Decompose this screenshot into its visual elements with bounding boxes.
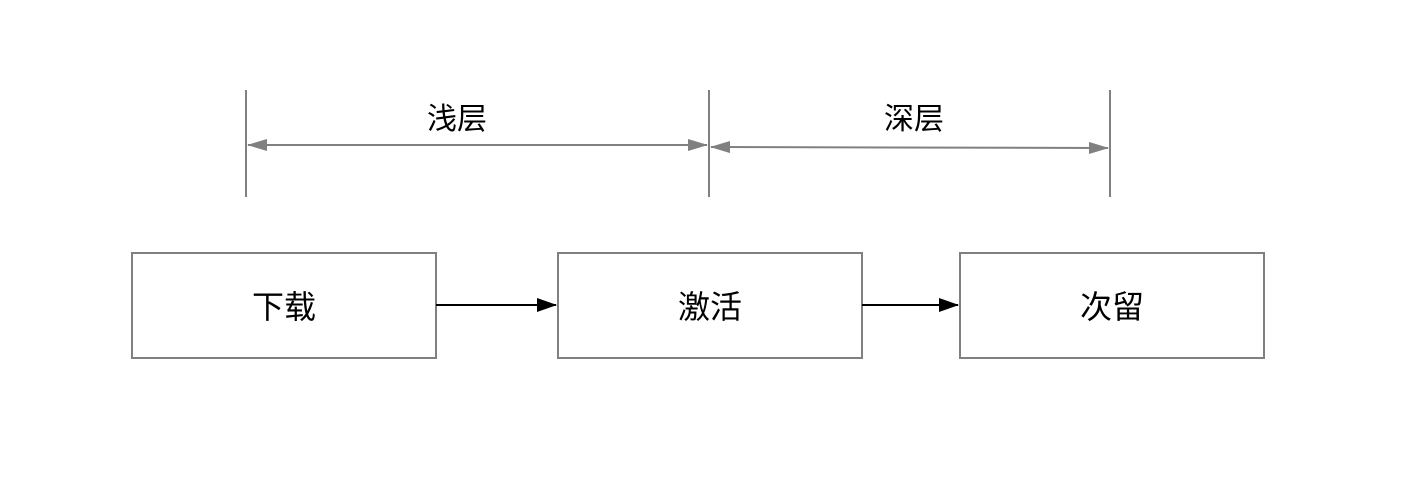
step-label-retention: 次留 [1080, 288, 1144, 326]
step-download: 下载 [131, 252, 437, 359]
double-arrow-deep [710, 141, 1109, 154]
layer-dimension-ticks [245, 90, 1111, 197]
step-label-download: 下载 [252, 288, 316, 326]
step-retention: 次留 [959, 252, 1265, 359]
step-box-activate [557, 252, 863, 359]
step-activate: 激活 [557, 252, 863, 359]
layer-span-shallow: 浅层 [247, 102, 708, 151]
layer-label-shallow: 浅层 [427, 102, 487, 137]
layer-label-deep: 深层 [884, 102, 944, 137]
layer-span-deep: 深层 [710, 102, 1109, 154]
step-label-activate: 激活 [678, 288, 742, 326]
step-box-download [131, 252, 437, 359]
step-box-retention [959, 252, 1265, 359]
